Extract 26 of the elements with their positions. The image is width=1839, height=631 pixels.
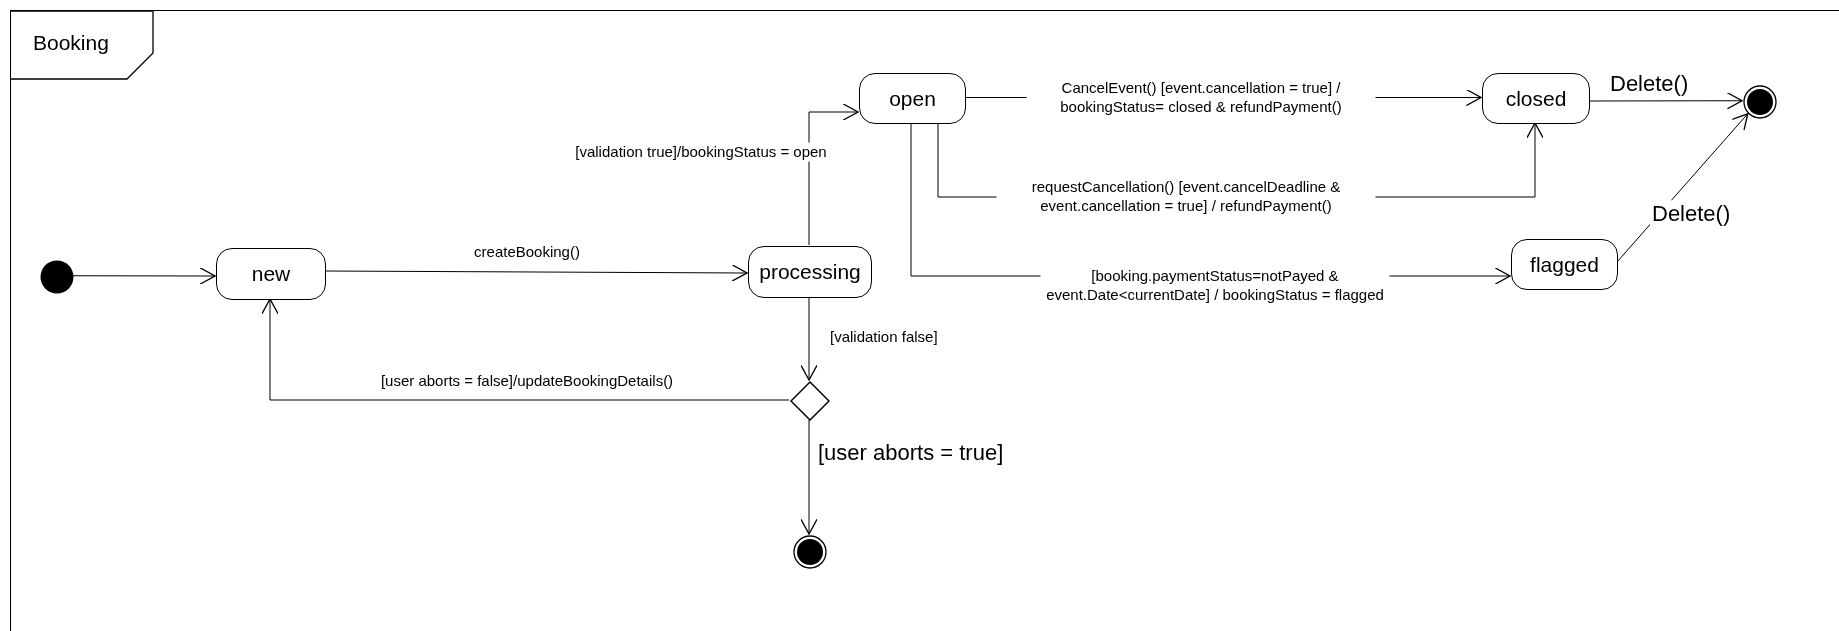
state-name: flagged <box>1530 252 1599 277</box>
transition-label: CancelEvent() [event.cancellation = true] / bookingStatus= closed & refundPayment() <box>1026 79 1376 117</box>
transition-arrow <box>800 296 818 381</box>
state-box <box>1511 239 1618 290</box>
transition-arrow <box>72 267 216 285</box>
state-name: open <box>889 86 936 111</box>
transition-arrow <box>324 264 748 282</box>
transition-arrow <box>808 103 859 246</box>
transition-arrow <box>1588 92 1743 110</box>
final-state <box>1743 85 1777 119</box>
transition-label: [booking.paymentStatus=notPayed & event.Date<currentDate] / bookingStatus = flagged <box>1040 267 1390 305</box>
initial-state <box>40 260 74 294</box>
frame-title: Booking <box>33 31 109 55</box>
final-state <box>793 535 827 569</box>
state-box <box>859 73 966 124</box>
state-box <box>1482 73 1590 124</box>
transition-arrow <box>261 298 790 401</box>
state-name: closed <box>1505 86 1567 111</box>
state-name: new <box>251 262 291 286</box>
state-box <box>216 248 326 300</box>
decision-diamond <box>790 381 830 421</box>
state-box <box>748 246 872 298</box>
state-name: processing <box>759 260 861 284</box>
transition-label: [validation true]/bookingStatus = open <box>573 142 829 162</box>
transition-label: requestCancellation() [event.cancelDeadline & event.cancellation = true] / refundPayment() <box>996 178 1376 216</box>
transition-arrow <box>800 419 818 535</box>
